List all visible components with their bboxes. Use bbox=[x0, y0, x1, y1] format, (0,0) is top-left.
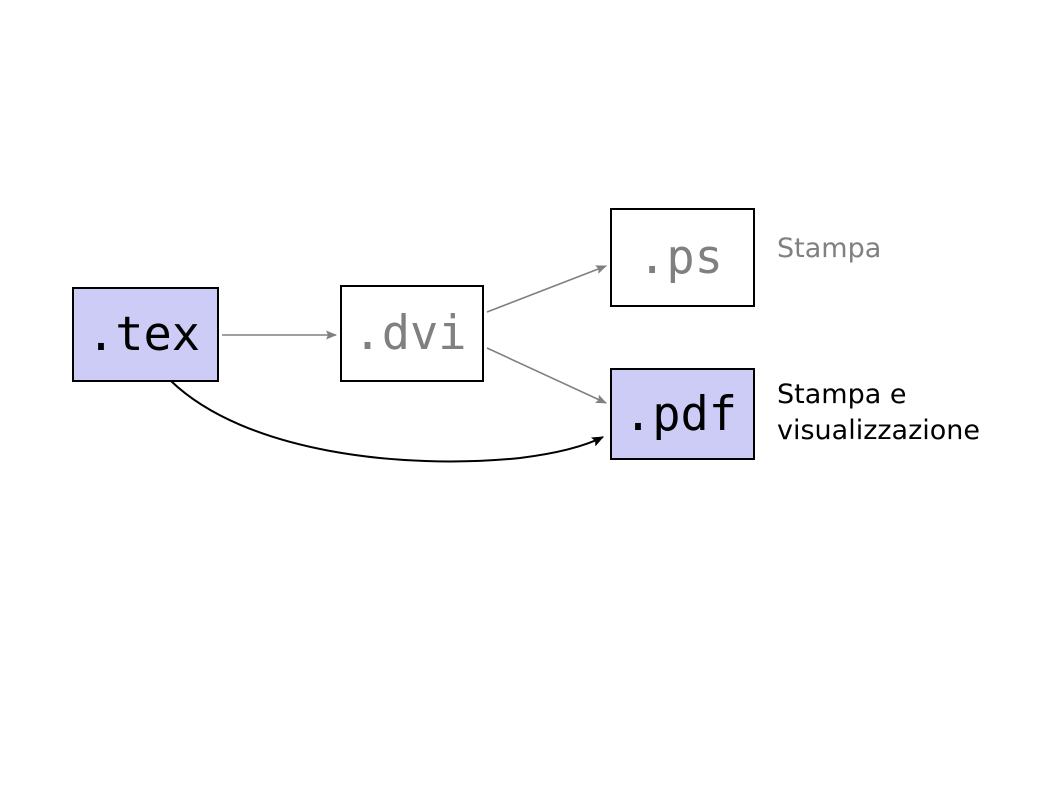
node-tex-label: .tex bbox=[86, 307, 201, 362]
node-ps[interactable]: .ps bbox=[610, 208, 755, 307]
node-tex[interactable]: .tex bbox=[72, 287, 219, 382]
edge-dvi-to-pdf bbox=[486, 347, 607, 404]
node-dvi-label: .dvi bbox=[353, 306, 467, 361]
edge-dvi-to-ps bbox=[486, 265, 607, 313]
node-pdf-label: .pdf bbox=[623, 386, 738, 442]
caption-stampa: Stampa bbox=[777, 233, 882, 264]
edge-tex-to-pdf-curve bbox=[170, 380, 604, 463]
node-ps-label: .ps bbox=[638, 230, 723, 285]
node-dvi[interactable]: .dvi bbox=[340, 285, 484, 382]
caption-stampa-e-visualizzazione: Stampa e visualizzazione bbox=[777, 379, 981, 446]
node-pdf[interactable]: .pdf bbox=[610, 368, 755, 460]
